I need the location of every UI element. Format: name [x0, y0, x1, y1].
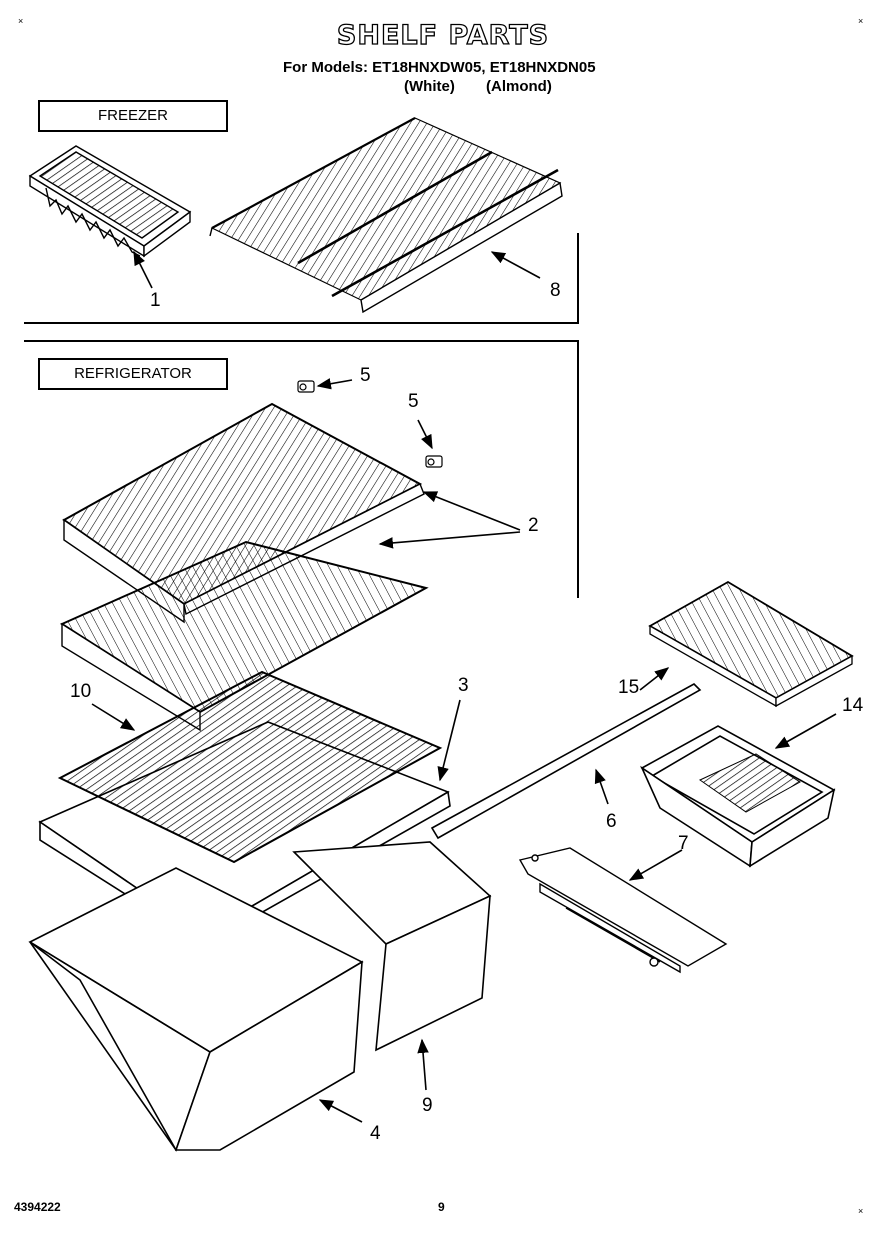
- callout-8: 8: [550, 280, 561, 301]
- callout-5a: 5: [360, 365, 371, 386]
- callout-5b: 5: [408, 391, 419, 412]
- deli-drawer-part: [642, 726, 834, 866]
- callout-14: 14: [842, 695, 864, 716]
- crisper-pan-right-part: [294, 842, 490, 1050]
- callout-4: 4: [370, 1123, 381, 1144]
- crisper-pan-left-part: [30, 868, 362, 1150]
- color-almond-label: (Almond): [486, 78, 552, 95]
- callout-2: 2: [528, 515, 539, 536]
- refrigerator-section-border: [24, 340, 579, 598]
- freezer-section-border: [24, 233, 579, 324]
- side-rail-part: [432, 684, 700, 838]
- shelf-peg-parts: [298, 381, 442, 467]
- refrigerator-section-label: REFRIGERATOR: [38, 358, 228, 390]
- freezer-wire-shelf-part: [210, 118, 562, 312]
- page-number: 9: [438, 1200, 445, 1214]
- callout-3: 3: [458, 675, 469, 696]
- callout-9: 9: [422, 1095, 433, 1116]
- page-title: SHELF PARTS: [336, 19, 550, 51]
- slide-bracket-part: [520, 848, 726, 972]
- corner-mark-br: ×: [858, 1206, 864, 1216]
- document-number: 4394222: [14, 1200, 61, 1214]
- small-deli-shelf-part: [650, 582, 852, 706]
- corner-mark-tl: ×: [18, 16, 24, 26]
- callout-7: 7: [678, 833, 689, 854]
- callout-10: 10: [70, 681, 92, 702]
- freezer-section-label: FREEZER: [38, 100, 228, 132]
- callout-15: 15: [618, 677, 640, 698]
- color-white-label: (White): [404, 78, 455, 95]
- callout-1: 1: [150, 290, 161, 311]
- lower-refrigerator-shelf-part: [62, 542, 426, 730]
- models-line: For Models: ET18HNXDW05, ET18HNXDN05: [283, 59, 596, 76]
- crisper-cover-insert-part: [60, 672, 440, 862]
- callout-leader-lines: [92, 250, 836, 1122]
- ice-tray-part: [30, 146, 190, 256]
- callout-6: 6: [606, 811, 617, 832]
- corner-mark-tr: ×: [858, 16, 864, 26]
